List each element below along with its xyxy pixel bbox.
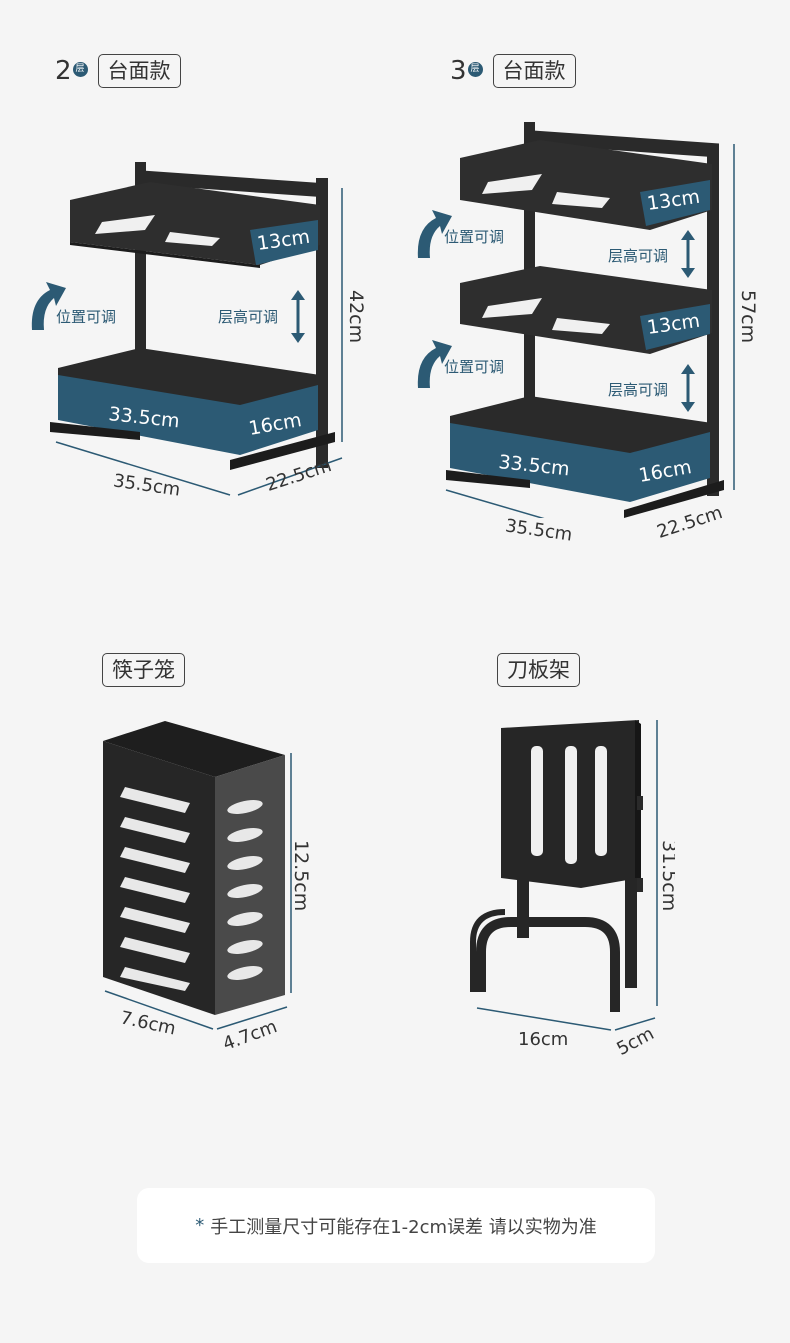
tier-badge: 层 bbox=[72, 62, 88, 78]
knife-rack-width-label: 16cm bbox=[518, 1029, 569, 1050]
product-type-tag: 台面款 bbox=[97, 54, 181, 89]
height-label: 12.5cm bbox=[290, 840, 312, 911]
three-tier-rack-illustration: 13cm 13cm 33.5cm 16cm 位置可调 位置可调 层高可调 层高可… bbox=[417, 122, 759, 518]
measurement-disclaimer: * 手工测量尺寸可能存在1-2cm误差 请以实物为准 bbox=[137, 1188, 655, 1263]
tier-badge: 层 bbox=[467, 62, 483, 78]
product-type-tag: 刀板架 bbox=[497, 653, 580, 688]
adjustable-height-label-1: 层高可调 bbox=[608, 247, 668, 265]
product-type-tag: 筷子笼 bbox=[102, 653, 185, 688]
chopstick-holder-illustration: 12.5cm bbox=[103, 721, 312, 1030]
chopstick-holder-title-row: 筷子笼 bbox=[102, 653, 185, 688]
knife-rack-title-row: 刀板架 bbox=[497, 653, 580, 688]
two-tier-rack-illustration: 13cm 33.5cm 16cm 位置可调 层高可调 42cm bbox=[31, 162, 367, 496]
adjustable-position-label: 位置可调 bbox=[56, 308, 116, 326]
adjustable-height-label: 层高可调 bbox=[218, 308, 278, 326]
product-type-tag: 台面款 bbox=[492, 54, 576, 89]
asterisk-icon: * bbox=[195, 1215, 205, 1236]
total-height-label: 57cm bbox=[737, 290, 759, 343]
adjustable-height-label-2: 层高可调 bbox=[608, 381, 668, 399]
knife-rack-illustration: 31.5cm bbox=[470, 720, 675, 1031]
three-tier-width-label: 35.5cm bbox=[503, 515, 574, 546]
total-height-label: 42cm bbox=[345, 290, 367, 343]
disclaimer-text: 手工测量尺寸可能存在1-2cm误差 请以实物为准 bbox=[210, 1216, 597, 1238]
adjustable-position-label-2: 位置可调 bbox=[444, 358, 504, 376]
adjustable-position-label-1: 位置可调 bbox=[444, 228, 504, 246]
height-label: 31.5cm bbox=[658, 840, 675, 911]
